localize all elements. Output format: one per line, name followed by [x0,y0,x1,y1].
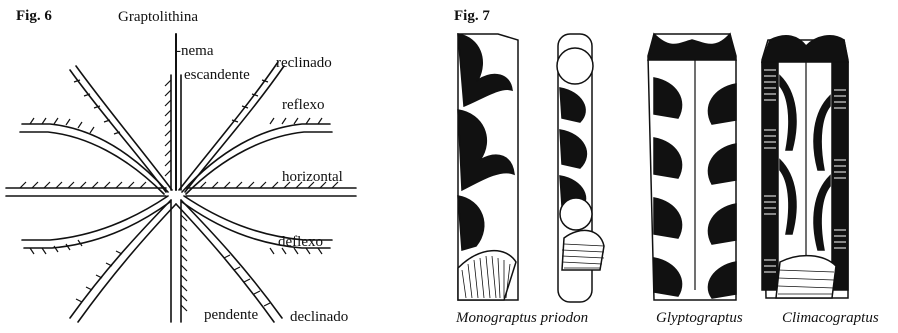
label-nema: -nema [176,44,213,59]
caption-climacograptus: Climacograptus [782,310,879,327]
caption-glyptograptus: Glyptograptus [656,310,743,327]
label-reflexo: reflexo [282,98,324,113]
orientation-diagram [0,0,440,333]
label-declinado: declinado [290,310,348,325]
label-pendente: pendente [204,308,258,323]
fig6-panel: Fig. 6 Graptolithina [0,0,440,333]
label-horizontal: horizontal [282,170,343,185]
climacograptus-illustration [762,36,848,298]
monograptus-illustration [458,34,604,302]
label-deflexo: deflexo [278,235,323,250]
label-escandente: escandente [184,68,250,83]
rhabdosome-illustrations [440,0,898,333]
caption-monograptus: Monograptus priodon [456,310,588,327]
fig7-panel: Fig. 7 [440,0,898,333]
glyptograptus-illustration [648,34,736,300]
label-reclinado: reclinado [276,56,332,71]
